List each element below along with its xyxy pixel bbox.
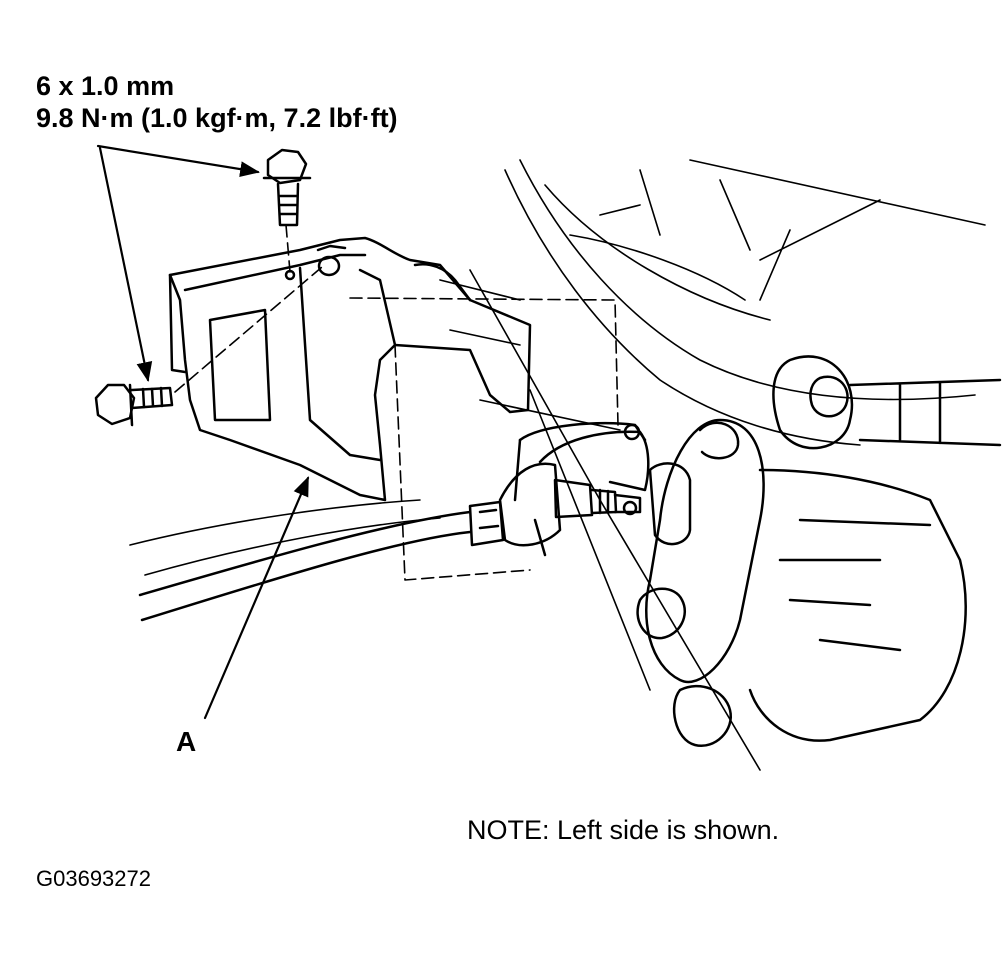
brake-caliper — [636, 355, 1002, 748]
top-flange-bolt — [262, 148, 312, 227]
knuckle-outline — [129, 159, 986, 771]
spec-leader-arrows — [96, 144, 310, 720]
torque-spec: 6 x 1.0 mm 9.8 N·m (1.0 kgf·m, 7.2 lbf·f… — [36, 70, 398, 134]
parking-brake-cable — [138, 421, 650, 622]
bolt-size-label: 6 x 1.0 mm — [36, 71, 175, 101]
assembly-dashed-lines — [174, 224, 619, 581]
callout-a: A — [176, 726, 197, 757]
bracket-a — [168, 236, 532, 502]
side-flange-bolt — [94, 383, 174, 427]
note-text: NOTE: Left side is shown. — [467, 815, 780, 845]
figure-id: G03693272 — [36, 866, 151, 891]
torque-value-label: 9.8 N·m (1.0 kgf·m, 7.2 lbf·ft) — [36, 103, 398, 133]
